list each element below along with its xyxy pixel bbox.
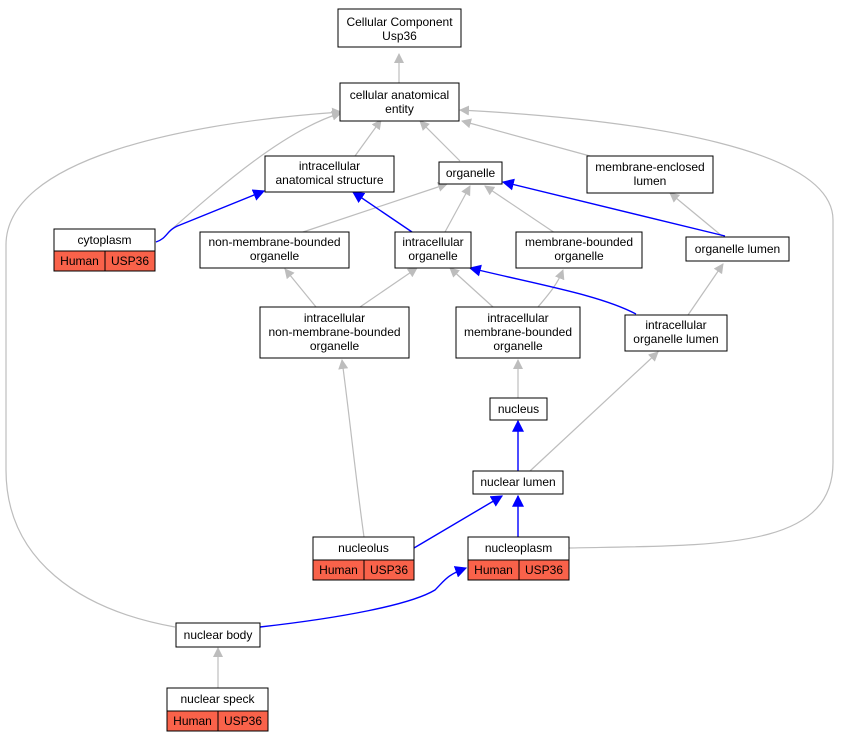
edge-nb-to-cae [5, 107, 342, 628]
node-label-line: organelle [310, 339, 360, 353]
annotation-gene-label: USP36 [370, 563, 408, 577]
annotation-species-label: Human [474, 563, 513, 577]
node-label-line: nucleus [498, 402, 539, 416]
edge-io-to-ias [352, 191, 413, 233]
node-label-line: cytoplasm [77, 233, 131, 247]
node-intracellular-organelle-lumen[interactable]: intracellular organelle lumen [624, 314, 728, 352]
edges [5, 53, 834, 688]
annotation-species-label: Human [60, 254, 99, 268]
node-label-line: intracellular [402, 235, 463, 249]
edge-imbo-to-mbo [537, 269, 565, 308]
node-label-line: nucleolus [338, 541, 389, 555]
annotation-gene-label: USP36 [525, 563, 563, 577]
nodes: Cellular Component Usp36 cellular anatom… [53, 8, 790, 732]
node-nucleolus[interactable]: nucleolus Human USP36 [312, 536, 415, 581]
annotation-gene [104, 250, 156, 272]
node-label-line: organelle [493, 339, 543, 353]
node-nucleus[interactable]: nucleus [489, 397, 548, 421]
edge-ol-to-org [501, 178, 726, 237]
node-label-line: nuclear lumen [480, 475, 555, 489]
edge-imbo-to-io [449, 267, 494, 308]
annotation-gene [363, 559, 415, 581]
edge-org-to-cae [419, 120, 461, 162]
edge-cyto-to-cae [171, 110, 342, 230]
node-intracellular-membrane-bounded-organelle[interactable]: intracellular membrane-bounded organelle [455, 306, 581, 359]
node-label-line: membrane-bounded [464, 325, 572, 339]
node-label-line: cellular anatomical [350, 88, 449, 102]
node-label-line: lumen [634, 174, 667, 188]
node-label-line: nuclear speck [180, 692, 255, 706]
node-cellular-anatomical-entity[interactable]: cellular anatomical entity [339, 82, 460, 122]
node-cytoplasm[interactable]: cytoplasm Human USP36 [53, 228, 156, 272]
node-label-line: intracellular [645, 318, 706, 332]
node-label-line: non-membrane-bounded [208, 235, 340, 249]
node-label-line: entity [385, 102, 414, 116]
annotation-species-label: Human [173, 714, 212, 728]
node-intracellular-non-membrane-bounded-organelle[interactable]: intracellular non-membrane-bounded organ… [259, 306, 410, 359]
edge-mbo-to-org [484, 185, 556, 234]
node-label-line: Usp36 [382, 29, 417, 43]
node-label-line: organelle lumen [633, 332, 718, 346]
annotation-gene-label: USP36 [111, 254, 149, 268]
node-label-line: nuclear body [184, 628, 253, 642]
node-label-line: organelle [250, 249, 300, 263]
annotation-species-label: Human [319, 563, 358, 577]
node-label-line: organelle [408, 249, 458, 263]
node-label-line: Cellular Component [346, 15, 453, 29]
node-label-line: non-membrane-bounded [268, 325, 400, 339]
node-label-line: anatomical structure [275, 173, 383, 187]
node-non-membrane-bounded-organelle[interactable]: non-membrane-bounded organelle [199, 231, 350, 269]
edge-io-to-org [444, 185, 471, 233]
node-nuclear-body[interactable]: nuclear body [175, 622, 261, 648]
edge-iol-to-io [468, 264, 637, 315]
edge-np-to-cae [459, 105, 834, 549]
node-membrane-bounded-organelle[interactable]: membrane-bounded organelle [515, 231, 643, 269]
edge-nucleolus-to-nl [413, 495, 504, 549]
node-organelle-lumen[interactable]: organelle lumen [685, 236, 790, 262]
node-cellular-component-usp36[interactable]: Cellular Component Usp36 [337, 8, 462, 48]
node-label-line: intracellular [487, 311, 548, 325]
node-membrane-enclosed-lumen[interactable]: membrane-enclosed lumen [586, 155, 714, 194]
node-label-line: intracellular [304, 311, 365, 325]
node-label-line: membrane-enclosed [595, 160, 704, 174]
node-label-line: organelle [446, 166, 496, 180]
edge-ol-to-mel [669, 192, 723, 237]
node-label-line: organelle [554, 249, 604, 263]
annotation-gene-label: USP36 [224, 714, 262, 728]
edge-cyto-to-ias [155, 189, 266, 243]
node-intracellular-organelle[interactable]: intracellular organelle [394, 231, 472, 269]
edge-inmbo-to-nmbo [284, 268, 317, 308]
node-nuclear-speck[interactable]: nuclear speck Human USP36 [166, 687, 269, 732]
node-label-line: intracellular [299, 159, 360, 173]
node-label-line: membrane-bounded [525, 235, 633, 249]
node-nucleoplasm[interactable]: nucleoplasm Human USP36 [467, 536, 570, 581]
edge-mel-to-cae [461, 118, 591, 157]
edge-nmbo-to-org [299, 182, 448, 234]
node-intracellular-anatomical-structure[interactable]: intracellular anatomical structure [264, 155, 395, 193]
edge-nl-to-iol [529, 351, 659, 472]
node-label-line: nucleoplasm [485, 541, 552, 555]
annotation-gene [518, 559, 570, 581]
annotation-gene [217, 710, 269, 732]
edge-nucleolus-to-inmbo [338, 359, 365, 538]
edge-ias-to-cae [354, 119, 382, 157]
edge-nb-to-np [259, 566, 468, 628]
node-label-line: organelle lumen [695, 242, 780, 256]
node-organelle[interactable]: organelle [438, 161, 503, 185]
node-nuclear-lumen[interactable]: nuclear lumen [472, 470, 564, 495]
edge-inmbo-to-io [359, 267, 418, 308]
edge-iol-to-ol [687, 263, 724, 316]
